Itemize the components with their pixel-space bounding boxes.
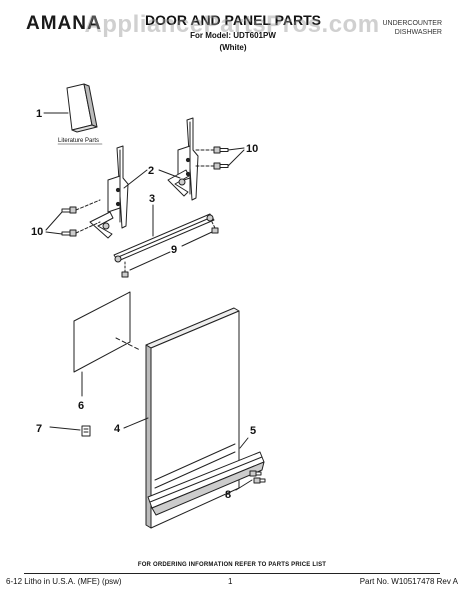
ordering-note: FOR ORDERING INFORMATION REFER TO PARTS … [137,562,327,568]
model-variant: (White) [219,43,247,52]
leader-4 [123,417,149,429]
hinge-channel-rail [113,213,215,263]
callout-8: 8 [225,489,231,501]
callout-10-left: 10 [31,226,43,238]
model-number: For Model: UDT601PW [190,31,276,40]
callout-9: 9 [171,244,177,256]
catalog-type-line1: UNDERCOUNTER [382,20,443,27]
leader-7 [49,426,81,431]
door-clip [81,425,91,437]
callout-5: 5 [250,425,256,437]
catalog-type-line2: DISHWASHER [394,29,442,36]
callout-10-right: 10 [246,143,258,155]
leader-10-left-b [45,231,63,235]
leader-9-left [129,251,171,271]
hinge-screws-left [61,199,101,237]
callout-3: 3 [149,193,155,205]
callout-6: 6 [78,400,84,412]
leader-10-right-a [227,147,245,151]
leader-2-left [123,169,148,189]
callout-2: 2 [148,165,154,177]
door-insulation-panel [73,291,141,373]
footer-rule [24,573,440,574]
hinge-screws-right [195,146,229,170]
literature-booklet [66,83,98,133]
rail-screws [121,221,219,278]
callout-4: 4 [114,423,121,435]
brand-logo: AMANA [26,13,102,34]
toe-panel-screws [249,470,266,484]
leader-10-right-b [227,149,245,167]
toe-panel [147,451,265,516]
print-info: 6-12 Litho in U.S.A. (MFE) (psw) [6,577,122,586]
hinge-bracket-left [89,145,129,239]
leader-10-left-a [45,211,63,231]
hinge-bracket-right [167,117,199,201]
literature-parts-label: Literature Parts [58,138,99,144]
leader-9-right [181,231,213,247]
callout-1: 1 [36,108,42,120]
part-number: Part No. W10517478 Rev A [359,577,458,586]
leader-5 [239,437,249,449]
leader-8 [235,479,253,491]
page-title: DOOR AND PANEL PARTS [144,12,322,28]
page-number: 1 [228,577,233,586]
leader-2-right [158,169,181,179]
callout-7: 7 [36,423,42,435]
